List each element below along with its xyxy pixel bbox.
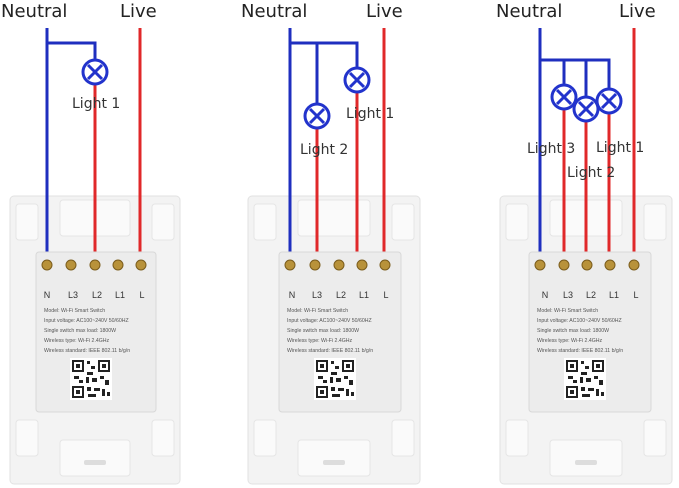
spec-line: Single switch max load: 1800W: [287, 328, 359, 334]
qr-code-icon: [564, 358, 606, 400]
spec-line: Wireless standard: IEEE 802.11 b/g/n: [44, 348, 130, 354]
spec-line: Wireless standard: IEEE 802.11 b/g/n: [287, 348, 373, 354]
qr-code-icon: [70, 358, 112, 400]
neutral-label: Neutral: [496, 1, 562, 22]
spec-line: Model: Wi-Fi Smart Switch: [44, 308, 105, 314]
light-1-icon: [345, 68, 369, 92]
qr-code-icon: [314, 358, 356, 400]
terminal-label: N: [542, 290, 549, 300]
terminal-label: L3: [312, 290, 322, 300]
terminal-label: L: [633, 290, 638, 300]
live-label: Live: [366, 1, 403, 22]
terminal-label: L2: [586, 290, 596, 300]
spec-line: Wireless type: Wi-Fi 2.4GHz: [537, 338, 603, 344]
switch-module: N L3 L2 L1 L Model: Wi-Fi Smart Switch I…: [528, 251, 652, 413]
terminal-screws: [534, 259, 640, 271]
terminal-screws: [284, 259, 391, 271]
switch-module: N L3 L2 L1 L Model: Wi-Fi Smart Switch I…: [35, 251, 157, 413]
light-1-icon: [597, 89, 621, 113]
spec-line: Wireless type: Wi-Fi 2.4GHz: [44, 338, 110, 344]
spec-line: Input voltage: AC100~240V 50/60HZ: [287, 318, 372, 324]
terminal-label: L3: [563, 290, 573, 300]
live-label: Live: [120, 1, 157, 22]
light-2-label: Light 2: [300, 142, 348, 158]
light-1-label: Light 1: [72, 96, 120, 112]
terminal-label: L2: [92, 290, 102, 300]
spec-line: Single switch max load: 1800W: [537, 328, 609, 334]
terminal-label: L3: [68, 290, 78, 300]
light-1-icon: [83, 60, 107, 84]
terminal-label: L1: [359, 290, 369, 300]
panel-1: Neutral Live Light 1 N L3 L2 L1 L Model:…: [1, 1, 181, 485]
terminal-label: L1: [115, 290, 125, 300]
light-1-label: Light 1: [596, 140, 644, 156]
switch-module: N L3 L2 L1 L Model: Wi-Fi Smart Switch I…: [278, 251, 402, 413]
terminal-label: L: [139, 290, 144, 300]
spec-line: Single switch max load: 1800W: [44, 328, 116, 334]
spec-line: Model: Wi-Fi Smart Switch: [537, 308, 598, 314]
terminal-label: L: [383, 290, 388, 300]
terminal-screws: [41, 259, 147, 271]
light-2-icon: [574, 97, 598, 121]
spec-line: Model: Wi-Fi Smart Switch: [287, 308, 348, 314]
neutral-bus-wire: [540, 58, 611, 90]
neutral-label: Neutral: [1, 1, 67, 22]
spec-line: Wireless type: Wi-Fi 2.4GHz: [287, 338, 353, 344]
neutral-bus-wire: [290, 41, 359, 68]
light-1-label: Light 1: [346, 106, 394, 122]
neutral-label: Neutral: [241, 1, 307, 22]
terminal-label: L1: [609, 290, 619, 300]
spec-line: Wireless standard: IEEE 802.11 b/g/n: [537, 348, 623, 354]
light-3-icon: [552, 85, 576, 109]
terminal-label: L2: [336, 290, 346, 300]
light-2-label: Light 2: [567, 165, 615, 181]
live-label: Live: [619, 1, 656, 22]
neutral-to-light-1-wire: [47, 41, 97, 60]
light-2-icon: [305, 104, 329, 128]
panel-2: Neutral Live Light 1 Light 2 N L3 L2 L1 …: [241, 1, 421, 485]
spec-line: Input voltage: AC100~240V 50/60HZ: [44, 318, 129, 324]
spec-line: Input voltage: AC100~240V 50/60HZ: [537, 318, 622, 324]
light-3-label: Light 3: [527, 141, 575, 157]
terminal-label: N: [289, 290, 296, 300]
panel-3: Neutral Live Light 1 Light 2 Light 3 N L…: [496, 1, 673, 485]
terminal-label: N: [44, 290, 51, 300]
